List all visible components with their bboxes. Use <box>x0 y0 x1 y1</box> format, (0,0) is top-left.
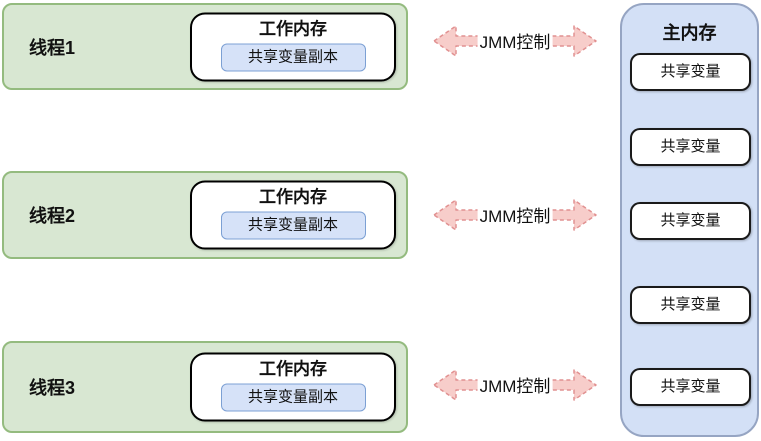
work-memory-title: 工作内存 <box>259 187 327 207</box>
work-memory-box-3: 工作内存 共享变量副本 <box>190 352 396 422</box>
work-memory-title: 工作内存 <box>259 19 327 38</box>
jmm-control-label: JMM控制 <box>477 28 553 53</box>
shared-variable-box: 共享变量 <box>630 202 751 240</box>
thread-2-container: 线程2 工作内存 共享变量副本 <box>2 171 408 259</box>
jmm-control-arrow-1: JMM控制 <box>433 23 597 59</box>
shared-variable-box: 共享变量 <box>630 128 751 166</box>
thread-3-label: 线程3 <box>29 378 76 398</box>
thread-2-label: 线程2 <box>29 206 76 226</box>
jmm-control-arrow-3: JMM控制 <box>433 367 597 403</box>
main-memory-container: 主内存 共享变量 共享变量 共享变量 共享变量 共享变量 <box>620 3 759 437</box>
thread-1-container: 线程1 工作内存 共享变量副本 <box>2 3 408 90</box>
shared-variable-box: 共享变量 <box>630 368 751 406</box>
shared-variable-copy-box: 共享变量副本 <box>220 211 366 240</box>
work-memory-box-1: 工作内存 共享变量副本 <box>190 12 396 81</box>
jmm-control-label: JMM控制 <box>477 202 553 227</box>
work-memory-title: 工作内存 <box>259 359 327 379</box>
jmm-control-arrow-2: JMM控制 <box>433 197 597 233</box>
work-memory-box-2: 工作内存 共享变量副本 <box>190 180 396 250</box>
thread-1-label: 线程1 <box>29 37 76 58</box>
main-memory-title: 主内存 <box>662 23 717 43</box>
shared-variable-box: 共享变量 <box>630 53 751 91</box>
jmm-control-label: JMM控制 <box>477 372 553 397</box>
shared-variable-box: 共享变量 <box>630 286 751 324</box>
thread-3-container: 线程3 工作内存 共享变量副本 <box>2 341 408 433</box>
shared-variable-copy-box: 共享变量副本 <box>220 383 366 412</box>
shared-variable-copy-box: 共享变量副本 <box>220 43 366 71</box>
